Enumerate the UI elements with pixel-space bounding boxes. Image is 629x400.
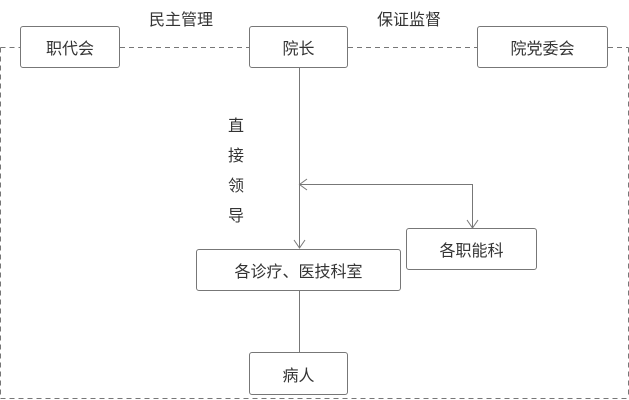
label-democratic-management: 民主管理 [149, 10, 214, 29]
node-clinical-depts: 各诊疗、医技科室 [196, 249, 401, 291]
node-staff-congress: 职代会 [20, 26, 120, 68]
label-char: 导 [227, 206, 244, 225]
node-president: 院长 [249, 26, 348, 68]
node-party-committee: 院党委会 [477, 26, 608, 68]
functional-link-line [299, 184, 473, 228]
label-supervision: 保证监督 [377, 10, 442, 29]
label-char: 直 [227, 116, 244, 135]
label-char: 领 [227, 176, 244, 195]
node-functional-depts: 各职能科 [406, 228, 537, 270]
node-patients: 病人 [249, 352, 348, 395]
dashed-frame [0, 47, 629, 399]
label-direct-leadership: 直 接 领 导 [226, 111, 246, 231]
arrow-down-icon [293, 239, 306, 249]
arrow-left-icon [298, 178, 308, 191]
label-char: 接 [227, 146, 244, 165]
